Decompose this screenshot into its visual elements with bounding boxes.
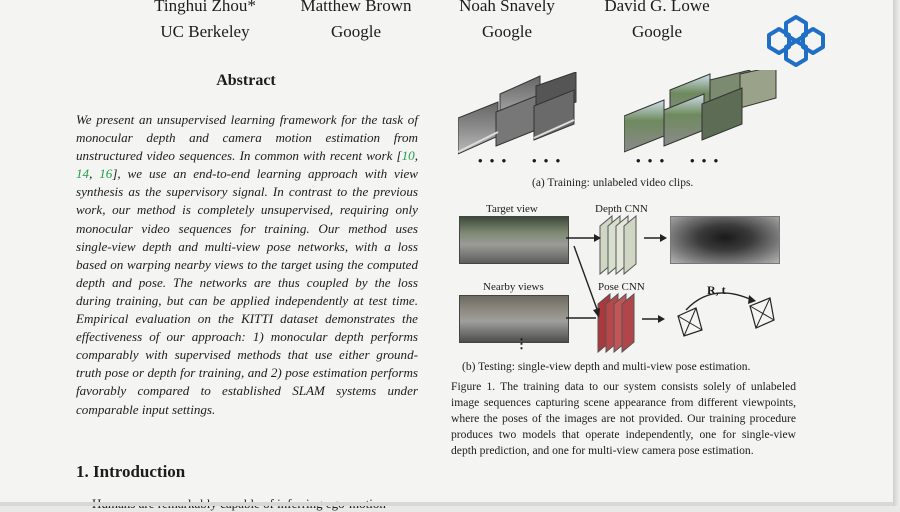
target-view-image [459,216,569,264]
author-affiliation: UC Berkeley [160,22,250,41]
author-affiliation: Google [330,22,382,41]
depth-map-output [670,216,780,264]
abstract-text: We present an unsupervised learning fram… [76,112,418,417]
ellipsis: • • • [532,153,563,168]
author-name: Matthew Brown [300,0,412,15]
author-name: Noah Snavely [459,0,555,15]
section-heading-introduction: 1. Introduction [76,462,186,481]
author-affiliation: Google [481,22,533,41]
author-name: Tinghui Zhou* [154,0,256,15]
nearby-view-image [459,295,569,343]
author-affiliation: Google [631,22,683,41]
author-name: David G. Lowe [604,0,710,15]
figure-caption: Figure 1. The training data to our syste… [451,380,796,457]
figure-subcaption-a: (a) Training: unlabeled video clips. [532,177,694,189]
depth-cnn-block [599,214,637,276]
training-clips-right [624,70,777,153]
camera-pose-diagram [677,292,775,337]
author-2: Matthew Brown Google [281,0,431,45]
rotation-translation-label: R, t [707,283,726,297]
author-1: Tinghui Zhou* UC Berkeley [130,0,280,45]
conference-logo [767,15,825,67]
citation-link[interactable]: 16 [99,166,113,182]
author-3: Noah Snavely Google [432,0,582,45]
target-view-label: Target view [486,203,538,215]
training-clips-left [458,72,577,155]
pose-cnn-label: Pose CNN [598,281,645,293]
citation-link[interactable]: 14 [76,166,90,182]
figure-subcaption-b: (b) Testing: single-view depth and multi… [462,361,751,373]
ellipsis: • • • [636,153,667,168]
nearby-views-label: Nearby views [483,281,544,293]
pose-cnn-block [597,292,635,354]
depth-cnn-label: Depth CNN [595,203,648,215]
ellipsis: • • • [690,153,721,168]
viewer-edge [0,502,893,506]
vertical-ellipsis: ⋮ [515,336,528,351]
arrow [644,234,667,242]
abstract-heading: Abstract [216,72,276,89]
pipeline-connectors [566,234,601,319]
author-4: David G. Lowe Google [582,0,732,45]
arrow [642,315,665,323]
citation-link[interactable]: 10 [401,148,415,164]
ellipsis: • • • [478,153,509,168]
viewer-edge [893,0,900,506]
